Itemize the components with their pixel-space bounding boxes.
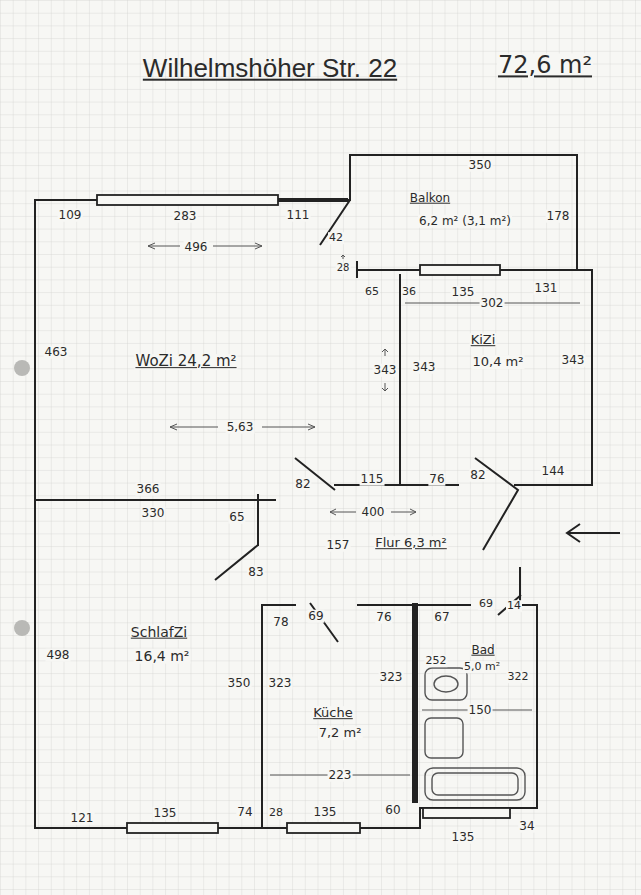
dimension-label: 34 xyxy=(518,820,535,833)
dimension-label: 330 xyxy=(141,507,166,520)
dimension-label: 135 xyxy=(451,286,476,299)
dimension-label: 157 xyxy=(326,539,351,552)
room-name: Bad xyxy=(470,644,495,657)
dimension-label: 82 xyxy=(294,478,311,491)
dimension-label: 178 xyxy=(546,210,571,223)
dimension-label: 323 xyxy=(379,671,404,684)
dimension-label: 400 xyxy=(361,506,386,519)
dimension-label: 252 xyxy=(425,655,448,667)
entrance-arrow xyxy=(567,524,620,542)
room-name: Balkon xyxy=(409,192,451,205)
room-name-area: Flur 6,3 m² xyxy=(374,536,448,550)
dimension-label: 463 xyxy=(44,346,69,359)
dimension-label: 36 xyxy=(401,286,417,298)
bathtub xyxy=(425,768,525,800)
dimension-label: 14 xyxy=(506,600,522,612)
dimension-label: 350 xyxy=(468,159,493,172)
punch-hole xyxy=(14,360,30,376)
dimension-label: 366 xyxy=(136,483,161,496)
window xyxy=(423,808,510,818)
dimension-label: 144 xyxy=(541,465,566,478)
dimension-label: 65 xyxy=(364,286,380,298)
dimension-label: 350 xyxy=(227,677,252,690)
room-area: 6,2 m² (3,1 m²) xyxy=(418,215,512,228)
sink xyxy=(425,668,467,700)
dimension-label: 283 xyxy=(173,210,198,223)
dimension-label: 498 xyxy=(46,649,71,662)
bath-fixtures xyxy=(425,668,525,800)
dimension-label: 343 xyxy=(412,361,437,374)
washing-machine xyxy=(425,718,463,758)
dimension-label: 223 xyxy=(328,769,353,782)
dimension-label: 82 xyxy=(469,469,486,482)
room-name: Küche xyxy=(312,706,354,720)
dimension-label: 135 xyxy=(313,806,338,819)
walls xyxy=(35,155,592,828)
room-name: KiZi xyxy=(470,333,497,347)
dimension-label: 74 xyxy=(236,806,253,819)
dimension-label: 135 xyxy=(451,831,476,844)
dimension-label: 302 xyxy=(480,297,505,310)
dimension-label: 121 xyxy=(70,812,95,825)
dimension-label: 111 xyxy=(286,209,311,222)
dimension-lines xyxy=(148,243,580,775)
dimension-label: 109 xyxy=(58,209,83,222)
window xyxy=(127,823,218,833)
dimension-label: 76 xyxy=(428,473,445,486)
bathtub-inner xyxy=(432,773,518,795)
sink-bowl xyxy=(434,676,458,692)
total-area: 72,6 m² xyxy=(497,53,593,78)
dimension-label: 150 xyxy=(468,704,493,717)
room-name: SchlafZi xyxy=(130,625,188,640)
dimension-label: 67 xyxy=(433,611,450,624)
dimension-label: 76 xyxy=(375,611,392,624)
dimension-label: 69 xyxy=(307,610,324,623)
dimension-label: 343 xyxy=(561,354,586,367)
windows xyxy=(97,195,510,833)
punch-hole xyxy=(14,620,30,636)
room-area: 16,4 m² xyxy=(134,649,191,664)
dimension-label: 323 xyxy=(268,677,293,690)
thick-wall xyxy=(278,198,348,202)
dimension-label: 135 xyxy=(153,807,178,820)
dimension-label: 60 xyxy=(384,804,401,817)
room-area: 5,0 m² xyxy=(463,661,501,673)
bath-wall xyxy=(412,603,418,803)
room-area: 10,4 m² xyxy=(472,355,525,369)
dimension-label: 28 xyxy=(268,807,284,819)
dimension-label: 28 xyxy=(336,263,351,274)
window xyxy=(420,265,500,275)
dimension-label: 83 xyxy=(247,566,264,579)
window xyxy=(97,195,278,205)
plan-title: Wilhelmshöher Str. 22 xyxy=(143,54,397,83)
dimension-label: 322 xyxy=(507,671,530,683)
dimension-label: 343 xyxy=(373,364,398,377)
dimension-label: 42 xyxy=(328,232,344,244)
dimension-label: 78 xyxy=(272,616,289,629)
window xyxy=(287,823,360,833)
dimension-label: 131 xyxy=(534,282,559,295)
doors xyxy=(215,200,521,642)
dimension-label: 5,63 xyxy=(226,421,255,434)
dimension-label: 65 xyxy=(228,511,245,524)
dimension-label: 115 xyxy=(360,473,385,486)
dimension-label: 69 xyxy=(478,598,494,610)
room-name-area: WoZi 24,2 m² xyxy=(134,354,237,370)
room-area: 7,2 m² xyxy=(318,726,363,740)
dimension-label: 496 xyxy=(184,241,209,254)
